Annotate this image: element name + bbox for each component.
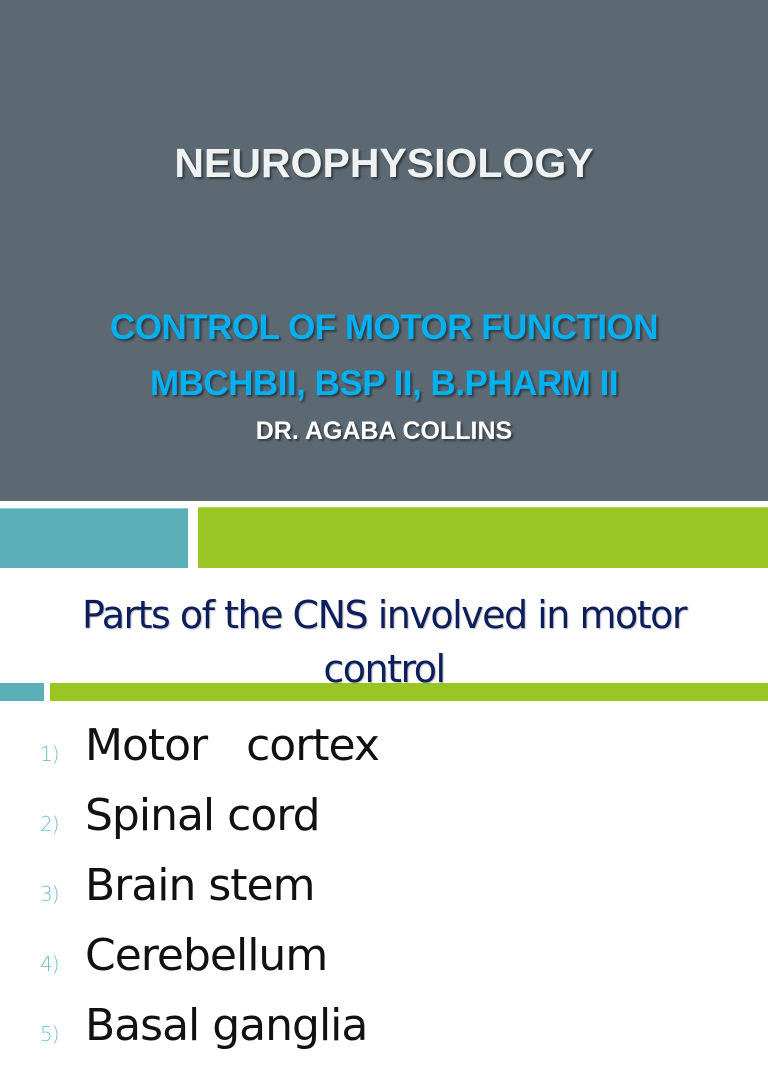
list-item: 1) Motor cortex (0, 716, 768, 786)
list-number: 4) (40, 952, 60, 976)
list-item: 4) Cerebellum (0, 926, 768, 996)
header-accent-teal-block (0, 508, 188, 568)
list-text: Basal ganglia (85, 1000, 368, 1051)
slide-subtitle-programs: MBCHBII, BSP II, B.PHARM II (149, 364, 619, 403)
list-text: Motor cortex (85, 720, 380, 771)
list-number: 2) (40, 812, 60, 836)
slide-author: DR. AGABA COLLINS (255, 417, 513, 445)
slide-title: NEUROPHYSIOLOGY (174, 140, 594, 186)
content-slide-title: Parts of the CNS involved in motor contr… (0, 588, 768, 696)
title-slide: NEUROPHYSIOLOGY CONTROL OF MOTOR FUNCTIO… (0, 0, 768, 501)
slide-subtitle-topic: CONTROL OF MOTOR FUNCTION (109, 308, 659, 347)
list-number: 1) (40, 742, 60, 766)
list-item: 5) Basal ganglia (0, 996, 768, 1066)
list-text: Brain stem (85, 860, 315, 911)
list-number: 3) (40, 882, 60, 906)
title-underline-green-bar (50, 683, 768, 701)
header-accent-green-block (198, 507, 768, 568)
list-item: 3) Brain stem (0, 856, 768, 926)
cns-parts-list: 1) Motor cortex 2) Spinal cord 3) Brain … (0, 716, 768, 1066)
list-item: 2) Spinal cord (0, 786, 768, 856)
list-number: 5) (40, 1022, 60, 1046)
content-slide-title-line-2: control (323, 647, 446, 691)
content-slide-title-line-1: Parts of the CNS involved in motor (82, 593, 687, 637)
list-text: Spinal cord (85, 790, 321, 841)
list-text: Cerebellum (85, 930, 328, 981)
title-underline-teal-block (0, 683, 44, 701)
